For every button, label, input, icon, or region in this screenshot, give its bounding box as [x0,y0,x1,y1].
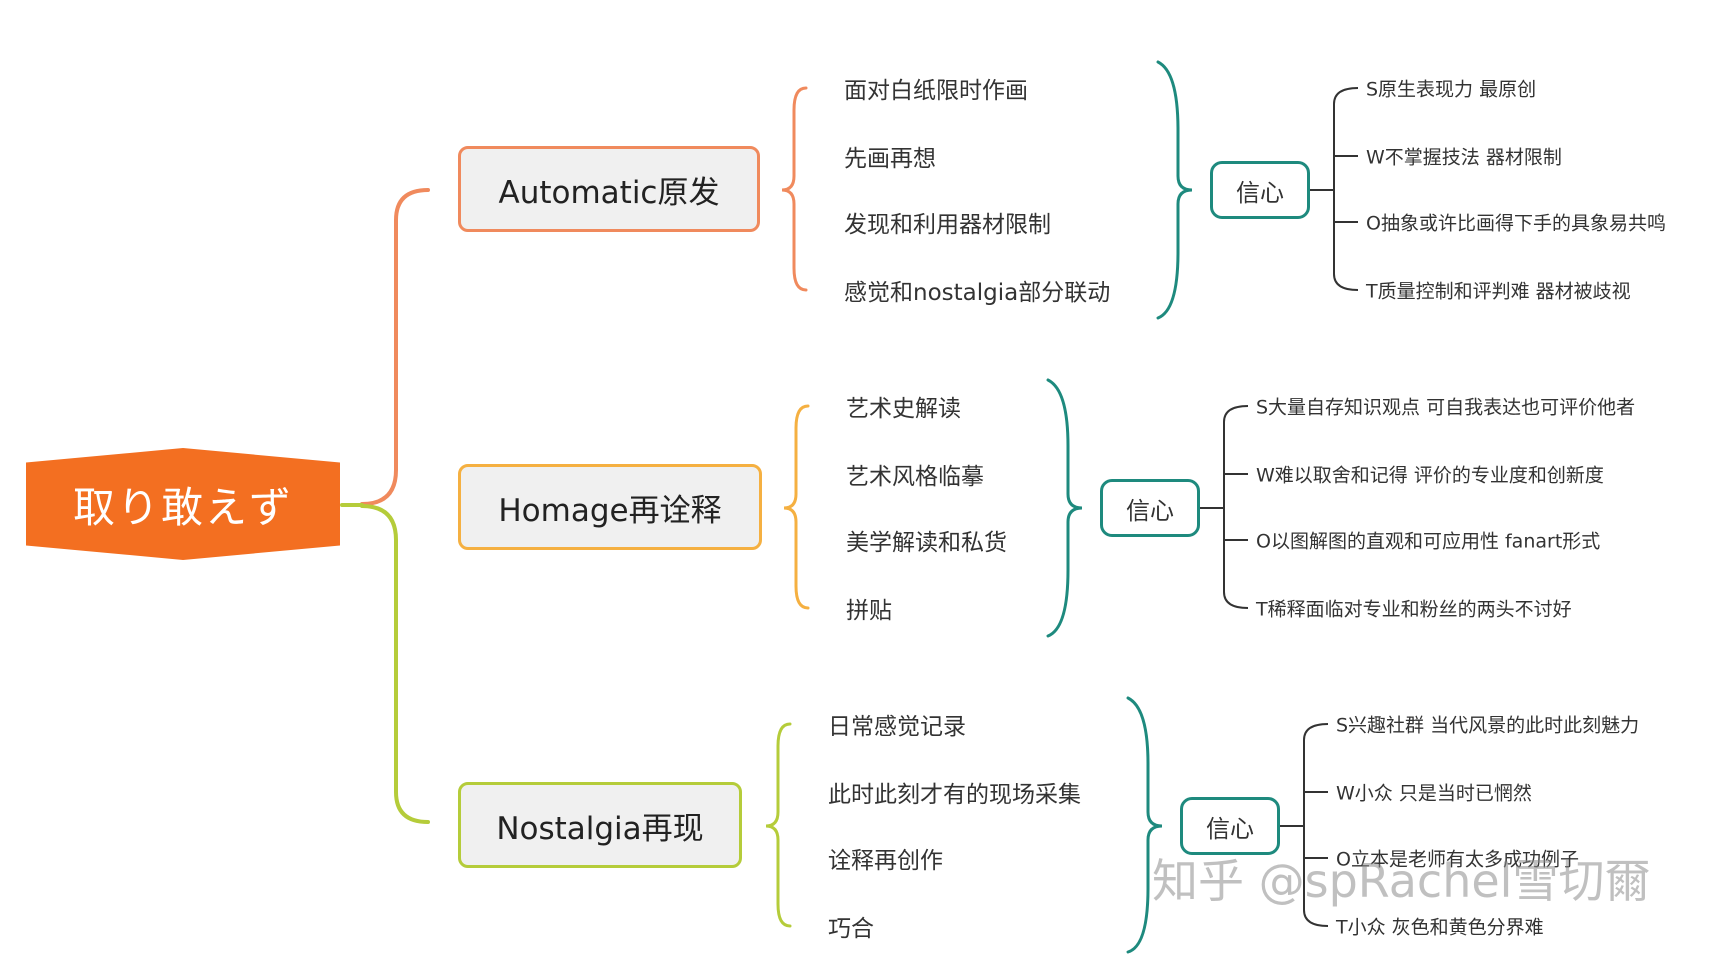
automatic-item-3: 发现和利用器材限制 [844,212,1051,238]
homage-confidence-node[interactable]: 信心 [1100,479,1200,537]
brace-automatic [1156,60,1193,320]
branch-homage-node[interactable]: Homage再诠释 [458,464,762,550]
nostalgia-item-4: 巧合 [828,916,874,942]
nostalgia-swot-t: T小众 灰色和黄色分界难 [1336,916,1544,939]
nostalgia-item-3: 诠释再创作 [828,848,943,874]
brace-nostalgia [1126,696,1163,954]
nostalgia-swot-s: S兴趣社群 当代风景的此时此刻魅力 [1336,714,1640,737]
branch-nostalgia-label: Nostalgia再现 [496,810,704,847]
homage-swot-t: T稀释面临对专业和粉丝的两头不讨好 [1256,598,1572,621]
tree-nostalgia [1280,723,1329,927]
connector-root-nostalgia [360,504,430,824]
homage-swot-s: S大量自存知识观点 可自我表达也可评价他者 [1256,396,1636,419]
nostalgia-item-1: 日常感觉记录 [828,714,966,740]
nostalgia-swot-w: W小众 只是当时已惘然 [1336,782,1532,805]
homage-item-4: 拼贴 [846,598,892,624]
automatic-item-4: 感觉和nostalgia部分联动 [844,280,1111,306]
homage-item-1: 艺术史解读 [846,396,961,422]
brace-homage [1046,378,1083,638]
connector-root-automatic [360,188,430,506]
root-node[interactable]: 取り敢えず [26,448,340,560]
nostalgia-confidence-label: 信心 [1206,814,1254,843]
branch-homage-label: Homage再诠释 [498,492,722,529]
automatic-confidence-label: 信心 [1236,178,1284,207]
tree-automatic [1310,87,1359,291]
automatic-swot-s: S原生表现力 最原创 [1366,78,1537,101]
automatic-swot-o: O抽象或许比画得下手的具象易共鸣 [1366,212,1666,235]
nostalgia-swot-o: O立本是老师有太多成功例子 [1336,848,1579,871]
nostalgia-confidence-node[interactable]: 信心 [1180,797,1280,855]
automatic-swot-t: T质量控制和评判难 器材被歧视 [1366,280,1631,303]
nostalgia-item-2: 此时此刻才有的现场采集 [828,782,1081,808]
automatic-confidence-node[interactable]: 信心 [1210,161,1310,219]
automatic-item-2: 先画再想 [844,146,936,172]
automatic-item-1: 面对白纸限时作画 [844,78,1028,104]
homage-swot-w: W难以取舍和记得 评价的专业度和创新度 [1256,464,1604,487]
automatic-swot-w: W不掌握技法 器材限制 [1366,146,1562,169]
homage-confidence-label: 信心 [1126,496,1174,525]
tree-homage [1200,405,1249,609]
branch-nostalgia-node[interactable]: Nostalgia再现 [458,782,742,868]
bracket-homage-items [783,404,810,610]
watermark: 知乎 @spRachel雪切爾 [1152,854,1651,908]
homage-swot-o: O以图解图的直观和可应用性 fanart形式 [1256,530,1601,553]
homage-item-3: 美学解读和私货 [846,530,1007,556]
root-label: 取り敢えず [72,482,293,532]
homage-item-2: 艺术风格临摹 [846,464,984,490]
branch-automatic-label: Automatic原发 [498,174,720,211]
bracket-automatic-items [781,86,808,292]
bracket-nostalgia-items [765,722,792,928]
branch-automatic-node[interactable]: Automatic原发 [458,146,760,232]
